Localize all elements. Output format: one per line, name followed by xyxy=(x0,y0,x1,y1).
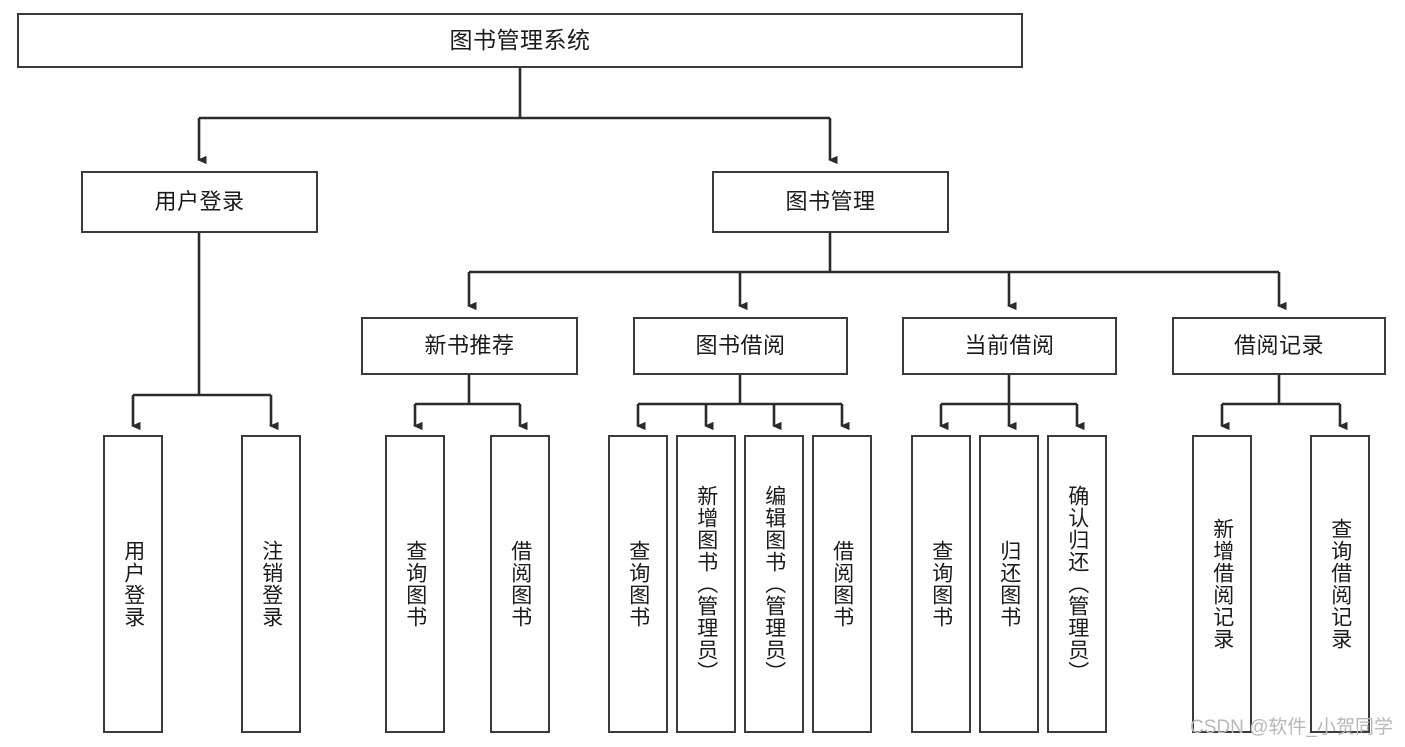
node-root-book-management-system[interactable]: 图书管理系统 xyxy=(17,13,1023,68)
node-label: 新书推荐 xyxy=(424,333,515,359)
node-book-borrow[interactable]: 图书借阅 xyxy=(633,317,848,375)
leaf-logout-login[interactable]: 注销登录 xyxy=(241,435,301,733)
node-new-book-recommend[interactable]: 新书推荐 xyxy=(361,317,578,375)
node-current-borrow[interactable]: 当前借阅 xyxy=(902,317,1117,375)
node-label: 查询图书 xyxy=(403,540,427,628)
node-label: 查询图书 xyxy=(626,540,650,628)
leaf-add-book[interactable]: 新增图书（管理员） xyxy=(676,435,736,733)
node-label: 图书借阅 xyxy=(695,333,786,359)
leaf-confirm-return[interactable]: 确认归还（管理员） xyxy=(1047,435,1107,733)
node-user-login[interactable]: 用户登录 xyxy=(81,171,318,233)
node-label: 新增图书（管理员） xyxy=(694,485,718,683)
leaf-borrow-book[interactable]: 借阅图书 xyxy=(812,435,872,733)
leaf-add-borrow-record[interactable]: 新增借阅记录 xyxy=(1192,435,1252,733)
node-label: 编辑图书（管理员） xyxy=(762,485,786,683)
node-label: 查询借阅记录 xyxy=(1328,518,1352,650)
leaf-query-book-recommend[interactable]: 查询图书 xyxy=(385,435,445,733)
leaf-borrow-book-recommend[interactable]: 借阅图书 xyxy=(490,435,550,733)
node-label: 查询图书 xyxy=(929,540,953,628)
node-label: 图书管理 xyxy=(785,189,876,215)
csdn-watermark: CSDN @软件_小贺同学 xyxy=(1190,717,1393,738)
node-label: 图书管理系统 xyxy=(449,27,591,54)
node-label: 确认归还（管理员） xyxy=(1065,485,1089,683)
node-label: 新增借阅记录 xyxy=(1210,518,1234,650)
leaf-edit-book[interactable]: 编辑图书（管理员） xyxy=(744,435,804,733)
node-book-manage[interactable]: 图书管理 xyxy=(712,171,949,233)
node-label: 借阅记录 xyxy=(1233,333,1324,359)
leaf-return-book[interactable]: 归还图书 xyxy=(979,435,1039,733)
node-label: 当前借阅 xyxy=(964,333,1055,359)
leaf-query-book-current[interactable]: 查询图书 xyxy=(911,435,971,733)
node-label: 用户登录 xyxy=(154,189,245,215)
node-label: 用户登录 xyxy=(121,540,145,628)
node-label: 归还图书 xyxy=(997,540,1021,628)
node-borrow-record[interactable]: 借阅记录 xyxy=(1172,317,1386,375)
node-label: 借阅图书 xyxy=(508,540,532,628)
node-label: 注销登录 xyxy=(259,540,283,628)
leaf-user-login[interactable]: 用户登录 xyxy=(103,435,163,733)
node-label: 借阅图书 xyxy=(830,540,854,628)
leaf-query-borrow-record[interactable]: 查询借阅记录 xyxy=(1310,435,1370,733)
leaf-query-book-borrow[interactable]: 查询图书 xyxy=(608,435,668,733)
